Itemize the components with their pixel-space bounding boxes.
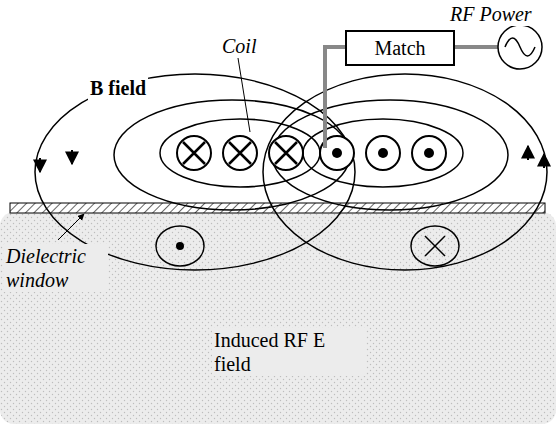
dielectric-window [10, 203, 545, 213]
coil-label: Coil [220, 34, 258, 58]
feed-wire [455, 45, 498, 49]
feed-wire [325, 47, 345, 148]
leader-line [238, 58, 250, 132]
efield-label: Induced RF E field [212, 328, 366, 376]
rf-source-symbol [498, 25, 542, 69]
match-box: Match [345, 30, 455, 66]
power-label: RF Power [448, 2, 534, 26]
field-label: B field [88, 76, 148, 100]
window-label: Dielectric window [4, 244, 108, 292]
plasma-region [0, 212, 556, 424]
leader-line [58, 214, 84, 240]
box-label: Match [374, 36, 425, 60]
